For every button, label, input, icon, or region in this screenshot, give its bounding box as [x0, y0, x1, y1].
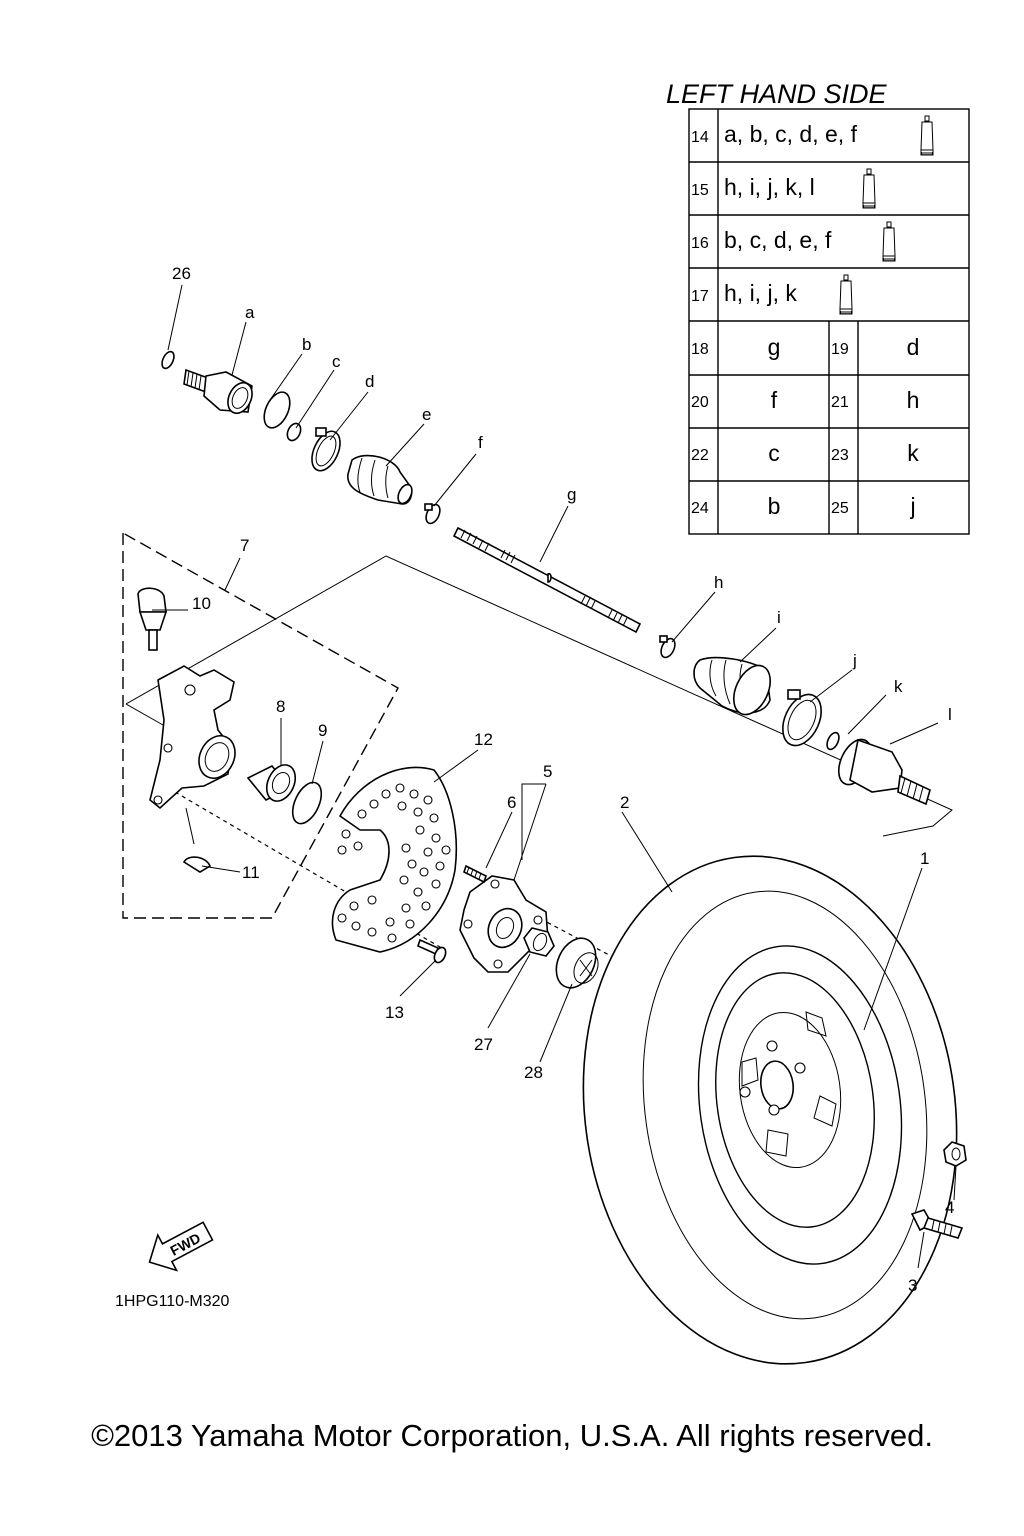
callout-k: k [894, 677, 903, 696]
cv-boot [347, 454, 413, 505]
callout-h: h [714, 573, 723, 592]
pair-row-number: 21 [831, 394, 849, 411]
parts-table: LEFT HAND SIDE 14 a, b, c, d, e, f 15 h,… [666, 79, 970, 535]
pair-row-value: j [909, 493, 915, 519]
circlip [161, 350, 175, 370]
kit-row-parts: b, c, d, e, f [724, 227, 832, 253]
callout-9: 9 [318, 721, 327, 740]
diagram-code: 1HPG110-M320 [115, 1293, 230, 1310]
brake-disc [331, 766, 458, 953]
pair-row-value: b [768, 493, 781, 519]
pair-row-number: 24 [691, 500, 709, 517]
fwd-arrow-icon: FWD [148, 1221, 214, 1272]
kit-row-parts: h, i, j, k, l [724, 174, 815, 200]
callout-labels: 26 a b c d e f g h i j k l 7 10 8 9 12 5… [172, 264, 954, 1295]
pair-row-number: 22 [691, 447, 709, 464]
steering-knuckle [149, 665, 236, 810]
pair-row-value: f [771, 387, 778, 413]
pair-row-number: 25 [831, 500, 849, 517]
pair-row-value: g [768, 334, 781, 360]
driveshaft-group-outline-tail [125, 703, 164, 726]
wheel-bearing [246, 764, 297, 802]
boot-band [782, 689, 822, 747]
callout-13: 13 [385, 1003, 404, 1022]
callout-7: 7 [240, 536, 249, 555]
wheel-nut [943, 1141, 967, 1167]
grease-tube-icon [839, 274, 853, 315]
boot-clamp [659, 635, 676, 659]
kit-row-parts: h, i, j, k [724, 280, 797, 306]
copyright-notice: ©2013 Yamaha Motor Corporation, U.S.A. A… [91, 1418, 933, 1453]
knuckle-group-outline [122, 532, 399, 919]
callout-2: 2 [620, 793, 629, 812]
drive-shaft [452, 526, 642, 634]
hub-cap [555, 937, 599, 989]
wheel-hub [459, 875, 549, 973]
circlip [826, 731, 840, 751]
callout-28: 28 [524, 1063, 543, 1082]
pair-row-number: 20 [691, 394, 709, 411]
grease-tube-icon [882, 221, 896, 262]
grease-tube-icon [862, 168, 876, 209]
ring [263, 391, 291, 429]
callout-10: 10 [192, 594, 211, 613]
pair-row-number: 18 [691, 341, 709, 358]
outer-cv-joint [183, 368, 253, 415]
kit-row-parts: a, b, c, d, e, f [724, 121, 858, 147]
inner-cv-joint [837, 738, 931, 806]
pair-row-number: 23 [831, 447, 849, 464]
callout-6: 6 [507, 793, 516, 812]
callout-11: 11 [242, 863, 260, 882]
leader-lines [152, 284, 957, 1269]
cotter-pin [182, 856, 211, 873]
wheel-stud [910, 1209, 964, 1239]
callout-a: a [245, 303, 255, 322]
pair-row-value: h [907, 387, 920, 413]
kit-row-number: 15 [691, 182, 709, 199]
pair-row-number: 19 [831, 341, 849, 358]
callout-c: c [332, 352, 341, 371]
grease-tube-icon [920, 115, 934, 156]
wheel-assembly [582, 855, 958, 1365]
callout-1: 1 [920, 849, 929, 868]
pair-row-value: k [907, 440, 919, 466]
callout-5: 5 [543, 762, 552, 781]
callout-g: g [567, 485, 576, 504]
callout-3: 3 [908, 1276, 917, 1295]
callout-26: 26 [172, 264, 191, 283]
callout-i: i [777, 608, 781, 627]
kit-row-number: 14 [691, 129, 709, 146]
boot-band [311, 427, 341, 472]
kit-row-number: 16 [691, 235, 709, 252]
circlip [286, 422, 302, 442]
hub-stud [463, 864, 487, 884]
callout-12: 12 [474, 730, 493, 749]
callout-l: l [948, 705, 952, 724]
callout-e: e [422, 405, 431, 424]
axle-nut [523, 927, 555, 957]
callout-8: 8 [276, 697, 285, 716]
driveshaft-group-outline [125, 555, 953, 837]
callout-4: 4 [945, 1198, 954, 1217]
disc-bolt [417, 938, 447, 964]
callout-27: 27 [474, 1035, 493, 1054]
callout-d: d [365, 372, 374, 391]
cv-boot [693, 656, 771, 716]
pair-row-value: d [907, 334, 920, 360]
pair-row-value: c [768, 440, 780, 466]
circlip [291, 781, 323, 825]
callout-b: b [302, 335, 311, 354]
ball-joint [137, 587, 168, 651]
callout-f: f [478, 433, 483, 452]
boot-clamp [424, 503, 441, 525]
callout-j: j [852, 651, 857, 670]
kit-row-number: 17 [691, 288, 709, 305]
table-title: LEFT HAND SIDE [666, 79, 888, 109]
